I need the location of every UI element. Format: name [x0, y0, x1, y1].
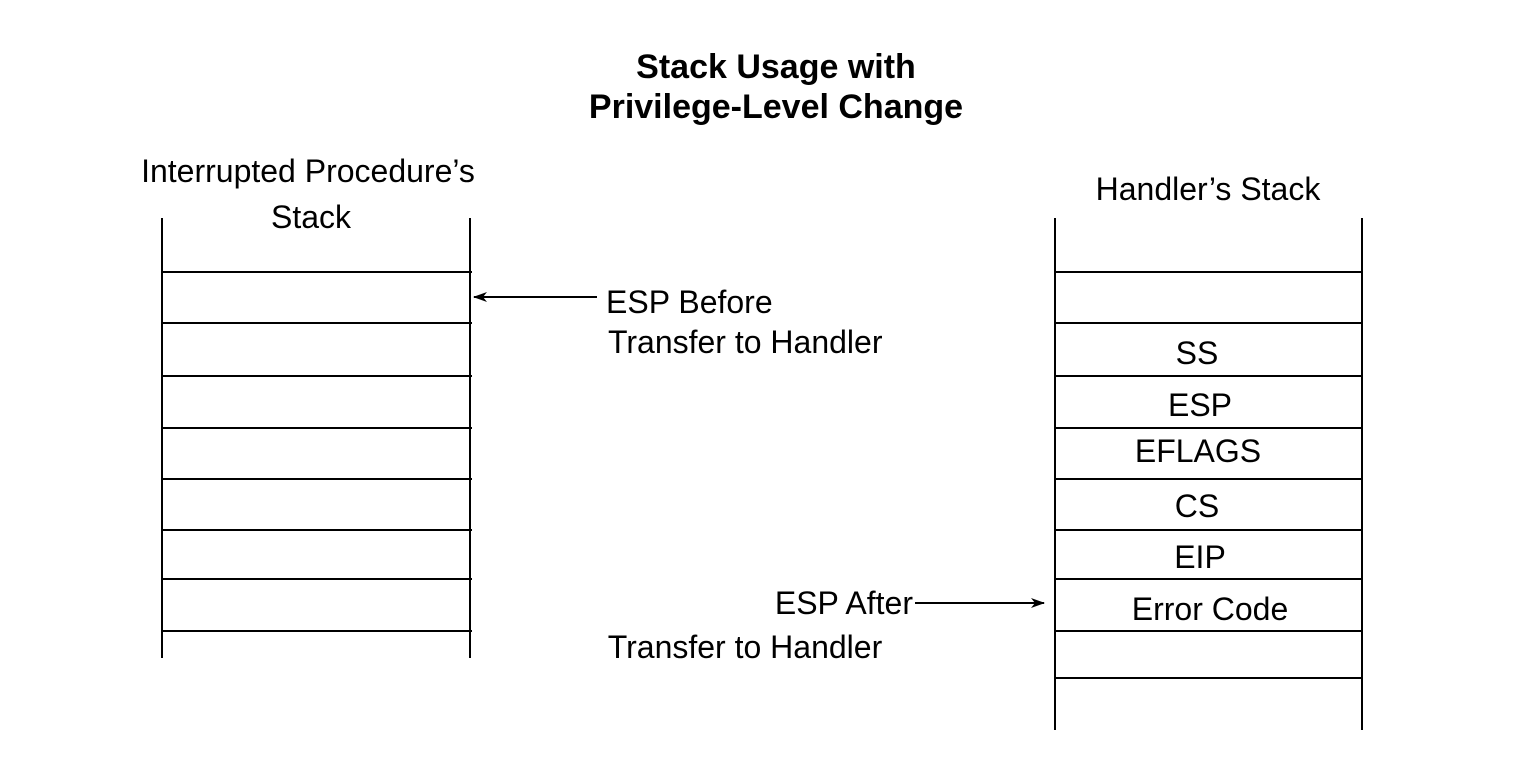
left-stack-heading-line1: Interrupted Procedure’s	[141, 153, 475, 189]
interrupted-procedure-stack	[161, 218, 472, 658]
diagram-title-line1: Stack Usage with	[636, 48, 916, 86]
right-stack-heading: Handler’s Stack	[1096, 171, 1322, 207]
stack-cell-ss: SS	[1176, 335, 1219, 371]
left-stack-heading-line2: Stack	[271, 199, 352, 235]
stack-cell-esp: ESP	[1168, 387, 1232, 423]
esp-after-label-line2: Transfer to Handler	[608, 629, 883, 665]
esp-before-label-line1: ESP Before	[606, 284, 773, 320]
handler-stack: SS ESP EFLAGS CS EIP Error Code	[1054, 218, 1363, 730]
diagram-title-line2: Privilege-Level Change	[589, 88, 963, 126]
stack-cell-error-code: Error Code	[1132, 591, 1289, 627]
stack-cell-eflags: EFLAGS	[1135, 433, 1261, 469]
stack-cell-eip: EIP	[1174, 539, 1226, 575]
stack-cell-cs: CS	[1175, 488, 1219, 524]
esp-before-label-line2: Transfer to Handler	[608, 324, 883, 360]
esp-after-label-line1: ESP After	[775, 585, 914, 621]
